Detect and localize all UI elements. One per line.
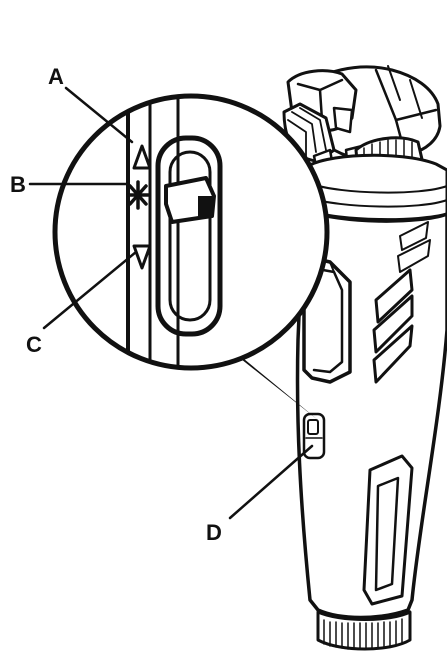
down-arrow-icon <box>132 244 152 270</box>
bottom-cap <box>316 610 412 651</box>
callout-d-label: D <box>206 520 222 545</box>
up-arrow-icon <box>132 144 152 170</box>
grip-ribs <box>372 221 431 384</box>
device-illustration <box>282 65 447 651</box>
callout-a-label: A <box>48 64 64 89</box>
magnified-inset <box>52 93 330 371</box>
lower-grip-panel <box>362 454 414 606</box>
callout-b-label: B <box>10 172 26 197</box>
callout-c-label: C <box>26 332 42 357</box>
callout-a-leader <box>64 86 134 144</box>
callout-d-leader <box>228 444 314 520</box>
callout-c-leader <box>42 250 138 330</box>
spray-pattern-icon <box>126 180 150 210</box>
